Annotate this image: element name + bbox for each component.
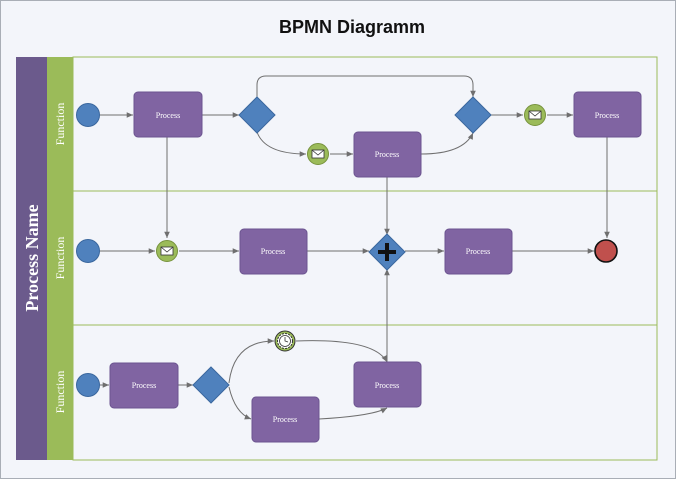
- exclusive-gateway-3[interactable]: [192, 366, 230, 404]
- task-label: Process: [132, 381, 156, 390]
- task-7[interactable]: Process: [353, 361, 422, 408]
- lane-label-1: Function: [53, 103, 67, 146]
- flow-gateway3-timer: [228, 338, 275, 384]
- lane-3: [72, 324, 658, 461]
- message-event-2[interactable]: [524, 104, 546, 126]
- clock-icon: [279, 335, 291, 347]
- task-label: Process: [375, 381, 399, 390]
- start-event-3[interactable]: [76, 373, 100, 397]
- task-3[interactable]: Process: [573, 91, 642, 138]
- exclusive-gateway-1[interactable]: [238, 96, 276, 134]
- timer-event[interactable]: [274, 330, 296, 352]
- task-1[interactable]: Process: [133, 91, 203, 138]
- exclusive-gateway-2[interactable]: [454, 96, 492, 134]
- task-label: Process: [595, 111, 619, 120]
- start-event-2[interactable]: [76, 239, 100, 263]
- lane-header-1: [47, 57, 73, 191]
- lane-label-2: Function: [53, 237, 67, 280]
- task-2[interactable]: Process: [353, 131, 422, 178]
- flow-gateway3-task8: [228, 386, 252, 420]
- parallel-gateway[interactable]: [368, 233, 406, 271]
- message-event-1[interactable]: [307, 143, 329, 165]
- pool-header: [16, 57, 47, 460]
- lane-header-3: [47, 325, 73, 460]
- flow-gateway1-msg1: [256, 131, 307, 157]
- end-event[interactable]: [594, 239, 618, 263]
- lane-label-3: Function: [53, 371, 67, 414]
- start-event-1[interactable]: [76, 103, 100, 127]
- flow-task2-gateway2: [420, 132, 474, 155]
- task-6[interactable]: Process: [109, 362, 179, 409]
- flow-task8-task7: [318, 407, 388, 420]
- task-5[interactable]: Process: [444, 228, 513, 275]
- task-label: Process: [466, 247, 490, 256]
- envelope-icon: [311, 149, 325, 159]
- sequence-flows: [100, 75, 610, 420]
- envelope-icon: [160, 246, 174, 256]
- flow-timer-task7: [295, 340, 388, 363]
- plus-icon: [378, 243, 396, 261]
- task-label: Process: [375, 150, 399, 159]
- lane-header-2: [47, 191, 73, 325]
- task-label: Process: [261, 247, 285, 256]
- diagram-title: BPMN Diagramm: [279, 17, 425, 37]
- task-label: Process: [273, 415, 297, 424]
- flow-gateway1-gateway2-top: [256, 75, 476, 97]
- message-event-3[interactable]: [156, 240, 178, 262]
- task-4[interactable]: Process: [239, 228, 308, 275]
- task-8[interactable]: Process: [251, 396, 320, 443]
- envelope-icon: [528, 110, 542, 120]
- pool-label: Process Name: [22, 204, 42, 311]
- task-label: Process: [156, 111, 180, 120]
